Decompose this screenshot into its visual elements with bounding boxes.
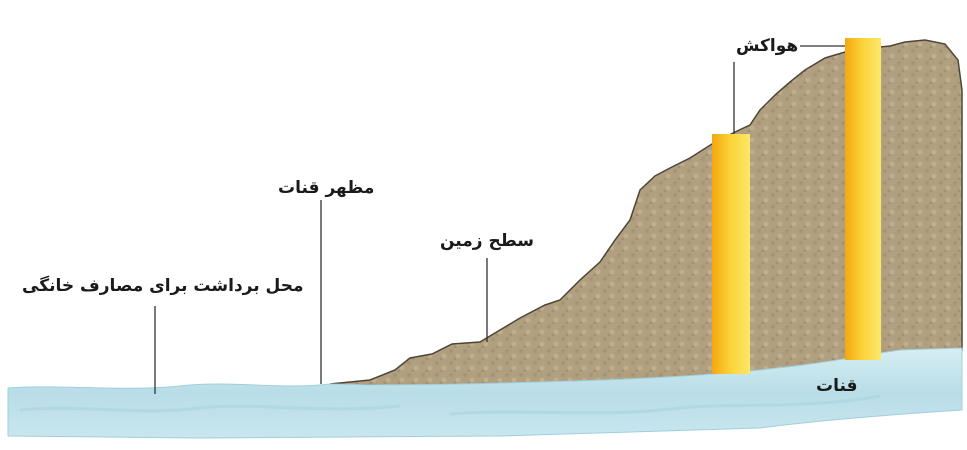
ventilation-shaft-left <box>712 134 750 374</box>
water-channel <box>7 347 963 439</box>
label-qanat-outlet: مظهر قنات <box>278 178 375 198</box>
label-qanat: قنات <box>816 376 858 396</box>
ventilation-shaft-right <box>845 38 881 360</box>
label-ventilation-shaft: هواکش <box>736 36 799 56</box>
label-household-use: محل برداشت برای مصارف خانگی <box>22 276 304 296</box>
label-ground-surface: سطح زمین <box>440 231 534 251</box>
